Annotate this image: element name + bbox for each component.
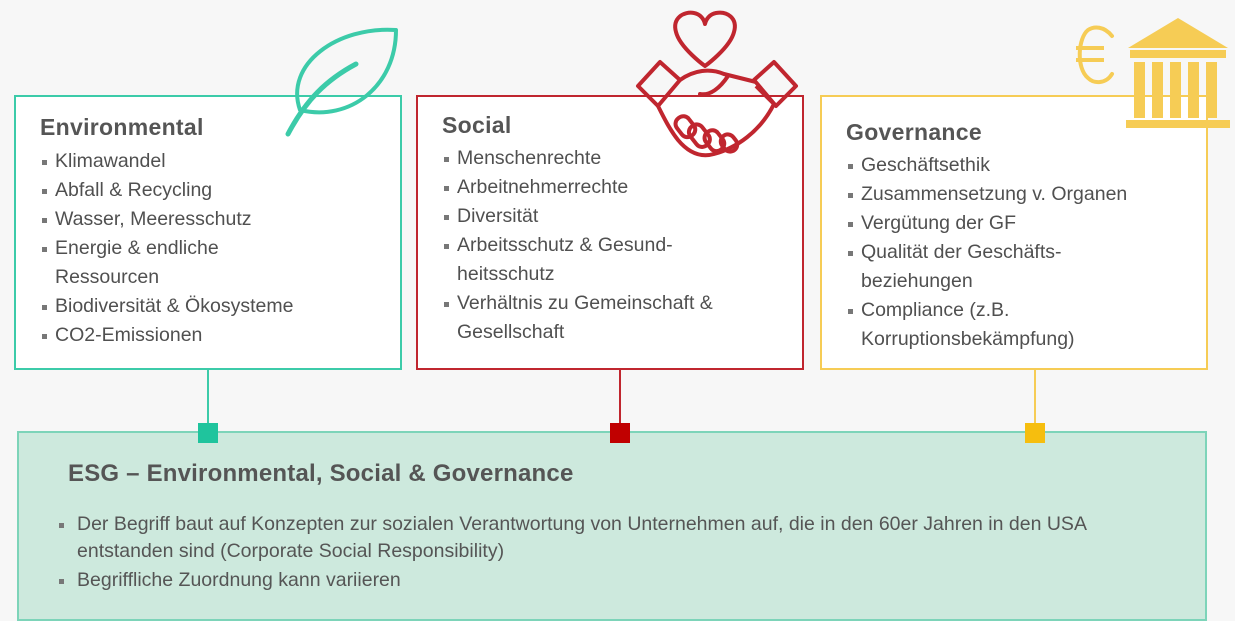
list-item: Klimawandel [40,147,396,176]
governance-node [1025,423,1045,443]
list-item: Verhältnis zu Gemeinschaft & Gesellschaf… [442,289,798,347]
governance-title: Governance [846,119,982,145]
list-item: CO2-Emissionen [40,321,396,350]
esg-title: ESG – Environmental, Social & Governance [68,460,574,487]
environmental-list: Klimawandel Abfall & Recycling Wasser, M… [40,147,396,350]
list-item: Arbeitsschutz & Gesund- heitsschutz [442,231,798,289]
social-node [610,423,630,443]
list-item: Abfall & Recycling [40,176,396,205]
list-item: Menschenrechte [442,144,798,173]
leaf-icon [285,27,398,137]
list-item: Zusammensetzung v. Organen [846,180,1202,209]
list-item: Energie & endliche Ressourcen [40,234,396,292]
list-item: Begriffliche Zuordnung kann variieren [56,567,1156,594]
list-item: Wasser, Meeresschutz [40,205,396,234]
environmental-node [198,423,218,443]
list-item: Compliance (z.B. Korruptionsbekämpfung) [846,296,1202,354]
environmental-connector [207,370,209,426]
environmental-box: Environmental Klimawandel Abfall & Recyc… [14,95,402,370]
governance-list: Geschäftsethik Zusammensetzung v. Organe… [846,151,1202,354]
list-item: Biodiversität & Ökosysteme [40,292,396,321]
esg-list: Der Begriff baut auf Konzepten zur sozia… [56,511,1156,596]
governance-connector [1034,370,1036,426]
social-connector [619,370,621,426]
list-item: Der Begriff baut auf Konzepten zur sozia… [56,511,1156,565]
list-item: Vergütung der GF [846,209,1202,238]
list-item: Qualität der Geschäfts- beziehungen [846,238,1202,296]
heart-handshake-icon [636,10,798,158]
social-title: Social [442,112,512,138]
list-item: Diversität [442,202,798,231]
euro-bank-icon [1076,18,1230,128]
social-list: Menschenrechte Arbeitnehmerrechte Divers… [442,144,798,347]
esg-box: ESG – Environmental, Social & Governance… [17,431,1207,621]
environmental-title: Environmental [40,114,204,140]
list-item: Arbeitnehmerrechte [442,173,798,202]
list-item: Geschäftsethik [846,151,1202,180]
governance-box: Governance Geschäftsethik Zusammensetzun… [820,95,1208,370]
